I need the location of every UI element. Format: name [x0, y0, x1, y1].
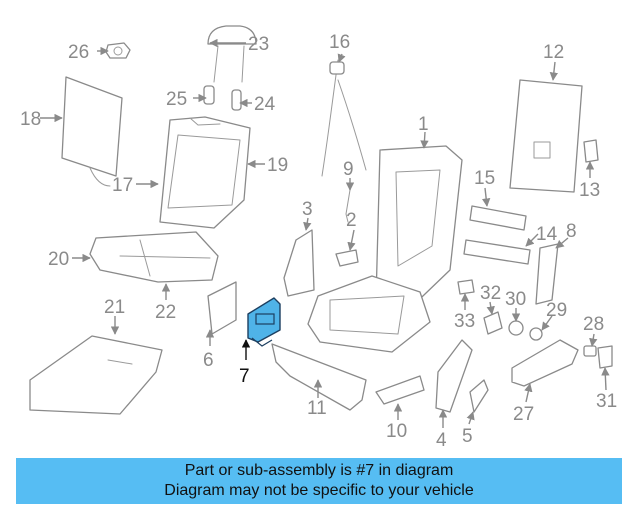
part-13-latch [583, 139, 599, 163]
part-6-bracket [207, 281, 237, 335]
callout-3: 3 [302, 199, 313, 220]
callout-26: 26 [68, 42, 89, 63]
part-8-strip [535, 243, 559, 305]
callout-8: 8 [566, 221, 577, 242]
callout-labels: 1 2 3 4 5 6 7 8 9 10 11 12 13 14 15 16 1… [20, 32, 617, 451]
callout-21: 21 [104, 297, 125, 318]
part-2 [335, 249, 359, 267]
callout-6: 6 [203, 350, 214, 371]
part-11-trim [271, 343, 367, 411]
callout-27: 27 [513, 404, 534, 425]
callout-25: 25 [166, 89, 187, 110]
part-4 [435, 339, 473, 413]
callout-23: 23 [248, 34, 269, 55]
part-30 [508, 320, 524, 336]
part-16-cable [321, 59, 367, 177]
part-28 [583, 345, 597, 357]
callout-14: 14 [536, 224, 558, 245]
callout-1: 1 [418, 114, 429, 135]
callout-33: 33 [454, 311, 475, 332]
banner-line-2: Diagram may not be specific to your vehi… [164, 482, 474, 499]
part-19-seatback-cover [159, 116, 251, 229]
part-29 [529, 327, 543, 341]
callout-28: 28 [583, 314, 604, 335]
part-15-rail [469, 205, 527, 231]
callout-2: 2 [346, 210, 357, 231]
leader-lines [40, 38, 610, 428]
part-25-guide [203, 85, 215, 105]
callout-19: 19 [267, 155, 288, 176]
callout-13: 13 [579, 180, 600, 201]
part-7-highlighted [247, 297, 281, 347]
part-23-headrest [207, 25, 257, 83]
callout-4: 4 [436, 430, 447, 451]
callout-29: 29 [546, 300, 567, 321]
callout-12: 12 [543, 42, 564, 63]
callout-20: 20 [48, 249, 69, 270]
part-24-guide [231, 89, 242, 111]
part-33 [457, 279, 475, 295]
part-20-cushion [89, 231, 219, 283]
part-21-mat [29, 335, 163, 415]
callout-15: 15 [474, 168, 495, 189]
part-5 [469, 379, 489, 413]
part-18-back-panel [61, 76, 123, 187]
callout-10: 10 [386, 421, 407, 442]
part-1-seat-frame [307, 145, 463, 353]
callout-7: 7 [239, 366, 250, 387]
part-10 [375, 375, 425, 405]
part-27-armrest [511, 339, 579, 387]
part-32 [483, 311, 503, 335]
callout-5: 5 [462, 426, 473, 447]
callout-16: 16 [329, 32, 350, 53]
part-26-clip [105, 42, 131, 59]
callout-24: 24 [254, 94, 276, 115]
part-3-bracket [283, 229, 315, 297]
callout-18: 18 [20, 109, 41, 130]
callout-11: 11 [307, 398, 327, 419]
callout-30: 30 [505, 289, 526, 310]
callout-22: 22 [155, 302, 176, 323]
info-banner: Part or sub-assembly is #7 in diagram Di… [16, 458, 622, 504]
banner-line-1: Part or sub-assembly is #7 in diagram [184, 462, 454, 479]
part-31 [597, 345, 613, 369]
callout-17: 17 [112, 175, 133, 196]
callout-32: 32 [480, 283, 501, 304]
part-9-rod [345, 189, 351, 223]
part-14-track [463, 239, 531, 265]
part-12-back-board [509, 79, 583, 193]
callout-31: 31 [596, 391, 617, 412]
callout-9: 9 [343, 159, 354, 180]
